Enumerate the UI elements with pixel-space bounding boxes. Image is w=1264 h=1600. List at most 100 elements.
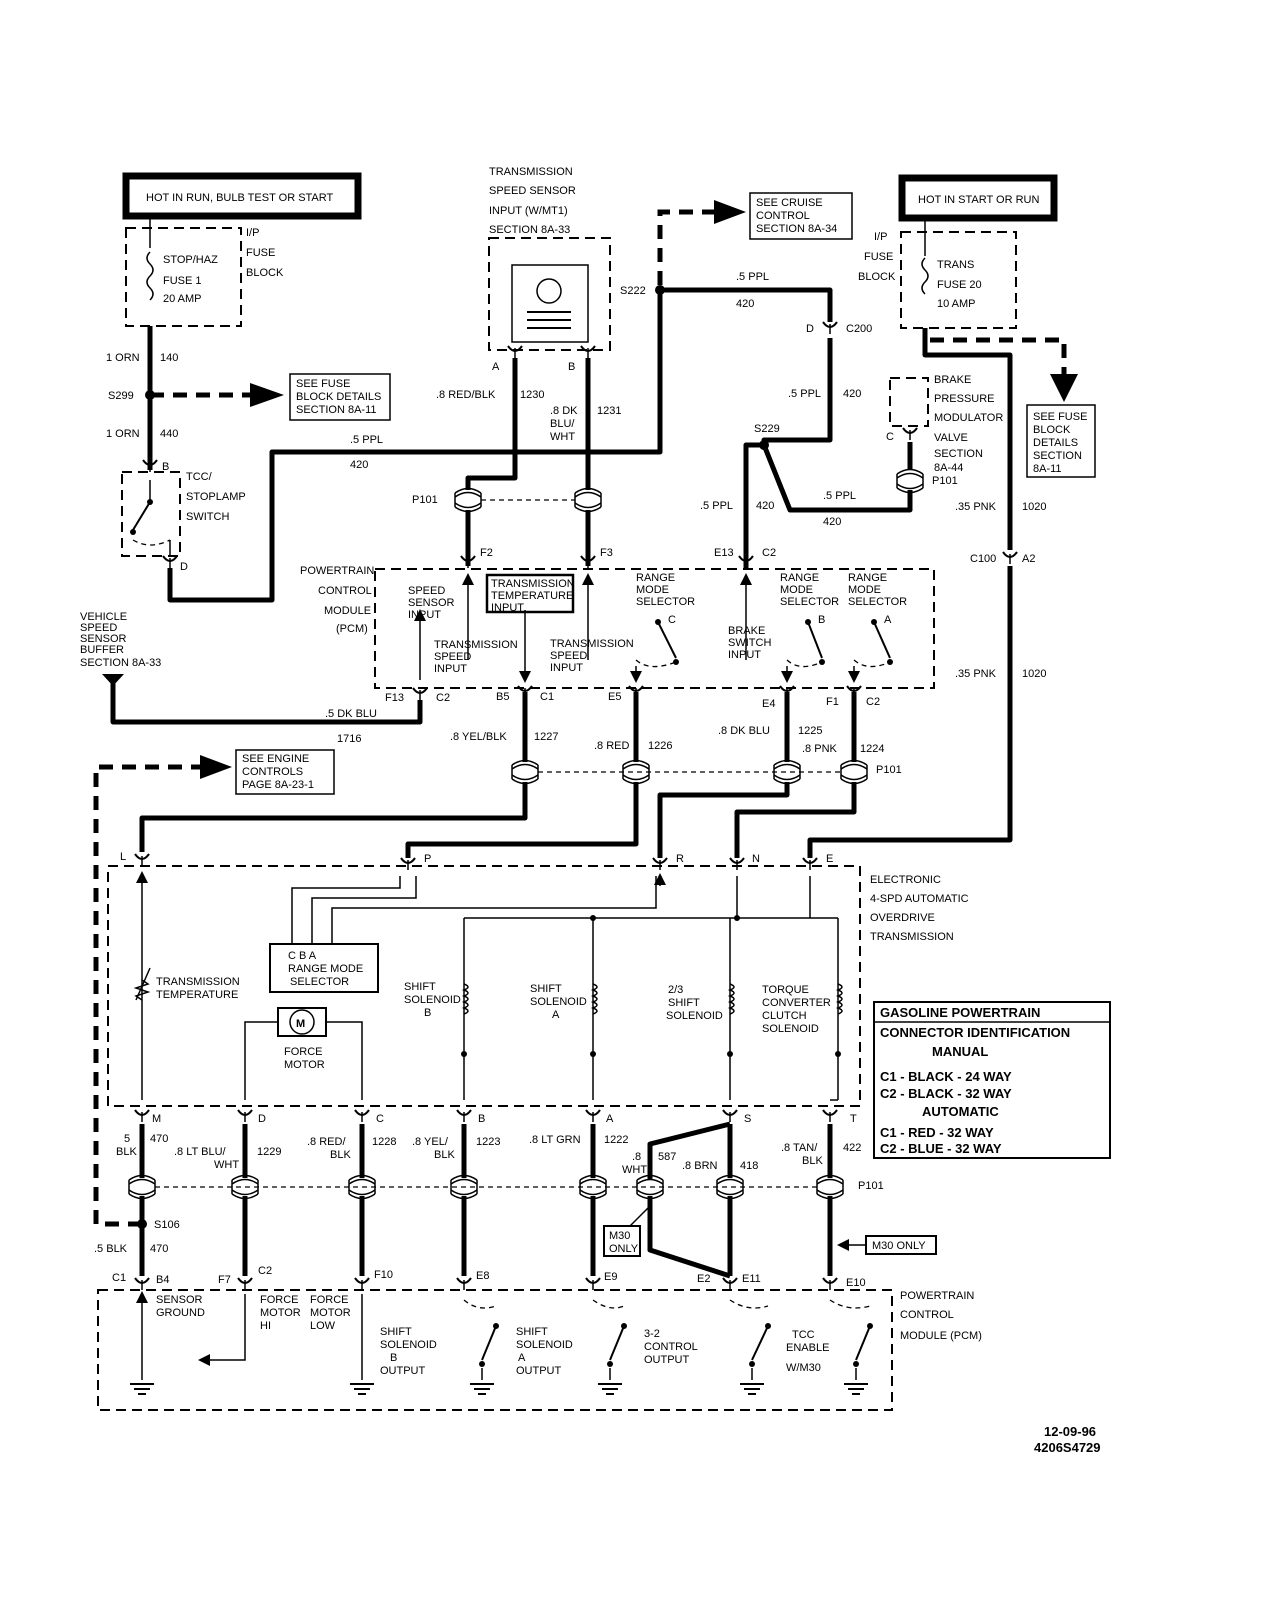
svg-text:TCC/: TCC/ <box>186 471 213 483</box>
svg-text:E2: E2 <box>697 1273 710 1285</box>
svg-text:12-09-96: 12-09-96 <box>1044 1424 1096 1439</box>
svg-text:S106: S106 <box>154 1219 180 1231</box>
svg-text:1227: 1227 <box>534 731 558 743</box>
svg-text:C1 - RED - 32 WAY: C1 - RED - 32 WAY <box>880 1125 994 1140</box>
svg-text:1222: 1222 <box>604 1134 628 1146</box>
svg-text:C1: C1 <box>112 1272 126 1284</box>
svg-text:B: B <box>478 1113 485 1125</box>
svg-text:SENSOR: SENSOR <box>156 1294 203 1306</box>
svg-text:INPUT: INPUT <box>550 662 583 674</box>
svg-text:P: P <box>424 853 431 865</box>
svg-text:TRANSMISSION: TRANSMISSION <box>870 931 954 943</box>
svg-text:C2 - BLUE - 32 WAY: C2 - BLUE - 32 WAY <box>880 1141 1002 1156</box>
svg-text:OUTPUT: OUTPUT <box>644 1354 690 1366</box>
svg-text:TRANSMISSION: TRANSMISSION <box>491 578 575 590</box>
svg-text:470: 470 <box>150 1243 168 1255</box>
svg-text:MODULE: MODULE <box>324 605 371 617</box>
svg-text:587: 587 <box>658 1151 676 1163</box>
svg-text:S: S <box>744 1113 751 1125</box>
svg-text:MODE: MODE <box>636 584 669 596</box>
svg-text:FORCE: FORCE <box>310 1294 349 1306</box>
svg-text:SEE FUSE: SEE FUSE <box>1033 411 1087 423</box>
svg-text:.8 LT BLU/: .8 LT BLU/ <box>174 1146 227 1158</box>
svg-text:N: N <box>752 853 760 865</box>
svg-text:SOLENOID: SOLENOID <box>666 1010 723 1022</box>
svg-text:BLOCK: BLOCK <box>246 267 284 279</box>
svg-text:E8: E8 <box>476 1270 489 1282</box>
svg-text:.5 PPL: .5 PPL <box>788 388 821 400</box>
svg-text:M: M <box>152 1113 161 1125</box>
connector-p101-upper: P101 <box>412 487 602 513</box>
svg-text:SECTION: SECTION <box>1033 450 1082 462</box>
svg-text:BLOCK: BLOCK <box>1033 424 1071 436</box>
svg-text:E10: E10 <box>846 1277 866 1289</box>
svg-text:F13: F13 <box>385 692 404 704</box>
right-power-header: HOT IN START OR RUN <box>898 174 1058 222</box>
wire-runs <box>110 287 1013 1279</box>
svg-text:TRANS: TRANS <box>937 259 974 271</box>
svg-text:WHT: WHT <box>550 431 575 443</box>
m30-only-box: M30 ONLY <box>603 1205 651 1257</box>
pcm-upper: POWERTRAIN CONTROL MODULE (PCM) F2 F3 E1… <box>300 547 935 710</box>
svg-text:.5 PPL: .5 PPL <box>700 500 733 512</box>
svg-text:SEE CRUISE: SEE CRUISE <box>756 197 823 209</box>
svg-text:.8 RED: .8 RED <box>594 740 630 752</box>
svg-text:420: 420 <box>823 516 841 528</box>
svg-text:.8 YEL/: .8 YEL/ <box>412 1136 449 1148</box>
reference-arrows <box>93 200 1078 1227</box>
svg-text:B: B <box>390 1352 397 1364</box>
connector-p101-middle: P101 <box>511 759 902 785</box>
svg-text:TORQUE: TORQUE <box>762 984 809 996</box>
svg-text:1020: 1020 <box>1022 501 1046 513</box>
svg-text:B: B <box>424 1007 431 1019</box>
svg-text:CONTROL: CONTROL <box>900 1309 954 1321</box>
svg-text:1224: 1224 <box>860 743 884 755</box>
svg-text:SELECTOR: SELECTOR <box>290 976 349 988</box>
svg-text:1223: 1223 <box>476 1136 500 1148</box>
svg-text:SENSOR: SENSOR <box>80 633 127 645</box>
svg-text:INPUT: INPUT <box>434 663 467 675</box>
svg-text:I/P: I/P <box>874 231 887 243</box>
svg-text:TRANSMISSION: TRANSMISSION <box>434 639 518 651</box>
transmission-assembly: ELECTRONIC 4-SPD AUTOMATIC OVERDRIVE TRA… <box>107 851 969 1125</box>
svg-text:HOT IN RUN, BULB TEST OR START: HOT IN RUN, BULB TEST OR START <box>146 192 334 204</box>
brake-pressure-modulator: C BRAKE PRESSURE MODULATOR VALVE SECTION… <box>886 374 1003 494</box>
svg-text:F2: F2 <box>480 547 493 559</box>
svg-text:E4: E4 <box>762 698 775 710</box>
svg-text:8A-44: 8A-44 <box>934 462 963 474</box>
svg-text:SEE FUSE: SEE FUSE <box>296 378 350 390</box>
svg-text:F1: F1 <box>826 696 839 708</box>
svg-text:P101: P101 <box>412 494 438 506</box>
svg-text:P101: P101 <box>858 1180 884 1192</box>
svg-text:BLOCK DETAILS: BLOCK DETAILS <box>296 391 381 403</box>
svg-text:F7: F7 <box>218 1274 231 1286</box>
svg-text:RANGE: RANGE <box>780 572 819 584</box>
svg-text:E9: E9 <box>604 1271 617 1283</box>
splice-s222: S222 <box>620 285 665 297</box>
svg-text:CONTROL: CONTROL <box>756 210 810 222</box>
svg-text:3-2: 3-2 <box>644 1328 660 1340</box>
svg-text:SWITCH: SWITCH <box>728 637 771 649</box>
svg-text:418: 418 <box>740 1160 758 1172</box>
svg-text:2/3: 2/3 <box>668 984 683 996</box>
svg-text:A: A <box>492 361 500 373</box>
svg-text:MOTOR: MOTOR <box>310 1307 351 1319</box>
svg-text:1 ORN: 1 ORN <box>106 428 140 440</box>
svg-text:F10: F10 <box>374 1269 393 1281</box>
svg-text:SHIFT: SHIFT <box>516 1326 548 1338</box>
svg-text:BLK: BLK <box>330 1149 351 1161</box>
svg-text:440: 440 <box>160 428 178 440</box>
svg-text:420: 420 <box>843 388 861 400</box>
splice-s299: S299 <box>108 390 155 402</box>
wire-labels: 1 ORN 140 1 ORN 440 .5 PPL 420 .5 PPL 42… <box>94 271 1046 1255</box>
svg-text:SPEED: SPEED <box>408 585 445 597</box>
svg-text:1231: 1231 <box>597 405 621 417</box>
svg-text:M30: M30 <box>609 1230 630 1242</box>
svg-text:RANGE: RANGE <box>848 572 887 584</box>
m30-only-tag: M30 ONLY <box>837 1235 937 1255</box>
svg-text:C2: C2 <box>258 1265 272 1277</box>
svg-text:.5 BLK: .5 BLK <box>94 1243 128 1255</box>
svg-text:F3: F3 <box>600 547 613 559</box>
svg-text:1716: 1716 <box>337 733 361 745</box>
ref-fuse-block-details: SEE FUSE BLOCK DETAILS SECTION 8A-11 <box>289 373 391 421</box>
